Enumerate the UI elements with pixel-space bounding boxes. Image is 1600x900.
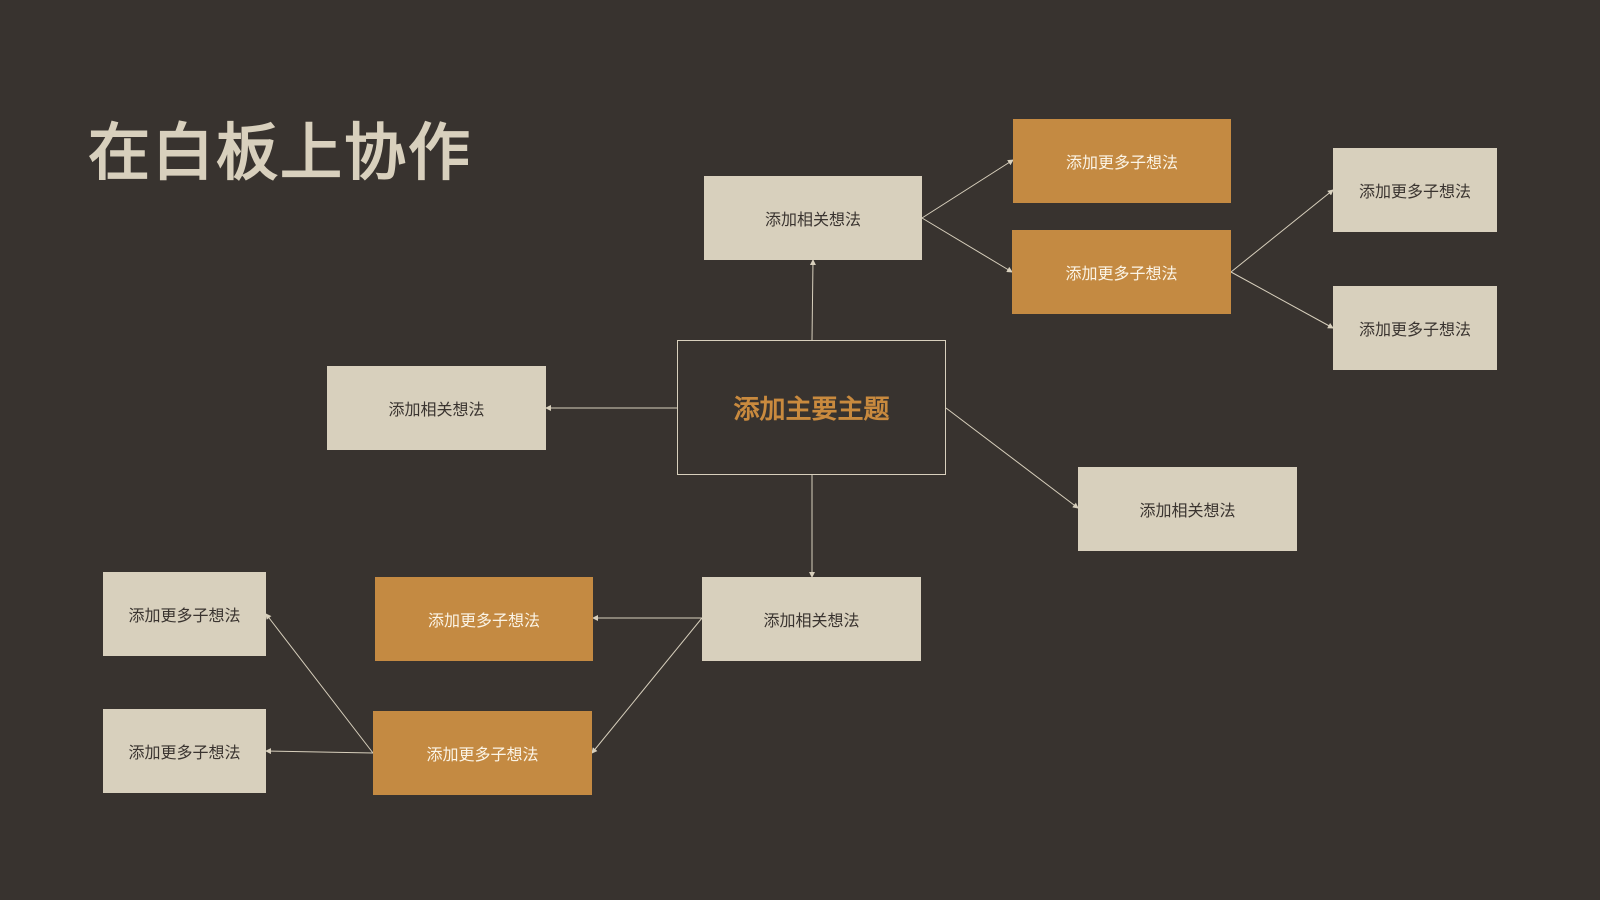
sub-idea-node-top-1[interactable]: 添加更多子想法 <box>1013 119 1231 203</box>
related-idea-label: 添加相关想法 <box>1139 501 1236 520</box>
related-idea-node-bottom[interactable]: 添加相关想法 <box>702 577 921 661</box>
edge-center-related-right <box>945 407 1079 509</box>
edge-related-top-sub-top-1 <box>921 159 1014 219</box>
sub-idea-node-top-2[interactable]: 添加更多子想法 <box>1012 230 1231 314</box>
sub-idea-node-far-2[interactable]: 添加更多子想法 <box>1333 286 1497 370</box>
sub-idea-label: 添加更多子想法 <box>1065 264 1178 283</box>
related-idea-node-top[interactable]: 添加相关想法 <box>704 176 922 260</box>
edge-sub-top-2-sub-far-1 <box>1230 189 1334 273</box>
edge-sub-top-2-sub-far-2 <box>1230 271 1334 329</box>
edge-sub-bottom-2-sub-left-1 <box>265 613 374 754</box>
related-idea-label: 添加相关想法 <box>763 611 860 630</box>
sub-idea-label: 添加更多子想法 <box>128 743 241 762</box>
edge-related-top-sub-top-2 <box>921 217 1013 273</box>
sub-idea-node-left-2[interactable]: 添加更多子想法 <box>103 709 266 793</box>
sub-idea-label: 添加更多子想法 <box>1065 153 1178 172</box>
sub-idea-node-bottom-1[interactable]: 添加更多子想法 <box>375 577 593 661</box>
sub-idea-node-far-1[interactable]: 添加更多子想法 <box>1333 148 1497 232</box>
edge-sub-bottom-2-sub-left-2 <box>265 748 374 755</box>
sub-idea-node-bottom-2[interactable]: 添加更多子想法 <box>373 711 592 795</box>
sub-idea-label: 添加更多子想法 <box>1358 182 1471 201</box>
sub-idea-label: 添加更多子想法 <box>427 611 540 630</box>
main-topic-label: 添加主要主题 <box>733 395 890 425</box>
related-idea-node-right[interactable]: 添加相关想法 <box>1078 467 1297 551</box>
sub-idea-label: 添加更多子想法 <box>128 606 241 625</box>
related-idea-node-left[interactable]: 添加相关想法 <box>327 366 546 450</box>
sub-idea-label: 添加更多子想法 <box>426 745 539 764</box>
related-idea-label: 添加相关想法 <box>388 400 485 419</box>
sub-idea-node-left-1[interactable]: 添加更多子想法 <box>103 572 266 656</box>
main-topic-node[interactable]: 添加主要主题 <box>677 340 946 475</box>
sub-idea-label: 添加更多子想法 <box>1358 320 1471 339</box>
edge-related-bottom-sub-bottom-2 <box>591 617 703 754</box>
page-title: 在白板上协作 <box>88 116 473 189</box>
edge-center-related-top <box>809 259 816 341</box>
related-idea-label: 添加相关想法 <box>764 210 861 229</box>
